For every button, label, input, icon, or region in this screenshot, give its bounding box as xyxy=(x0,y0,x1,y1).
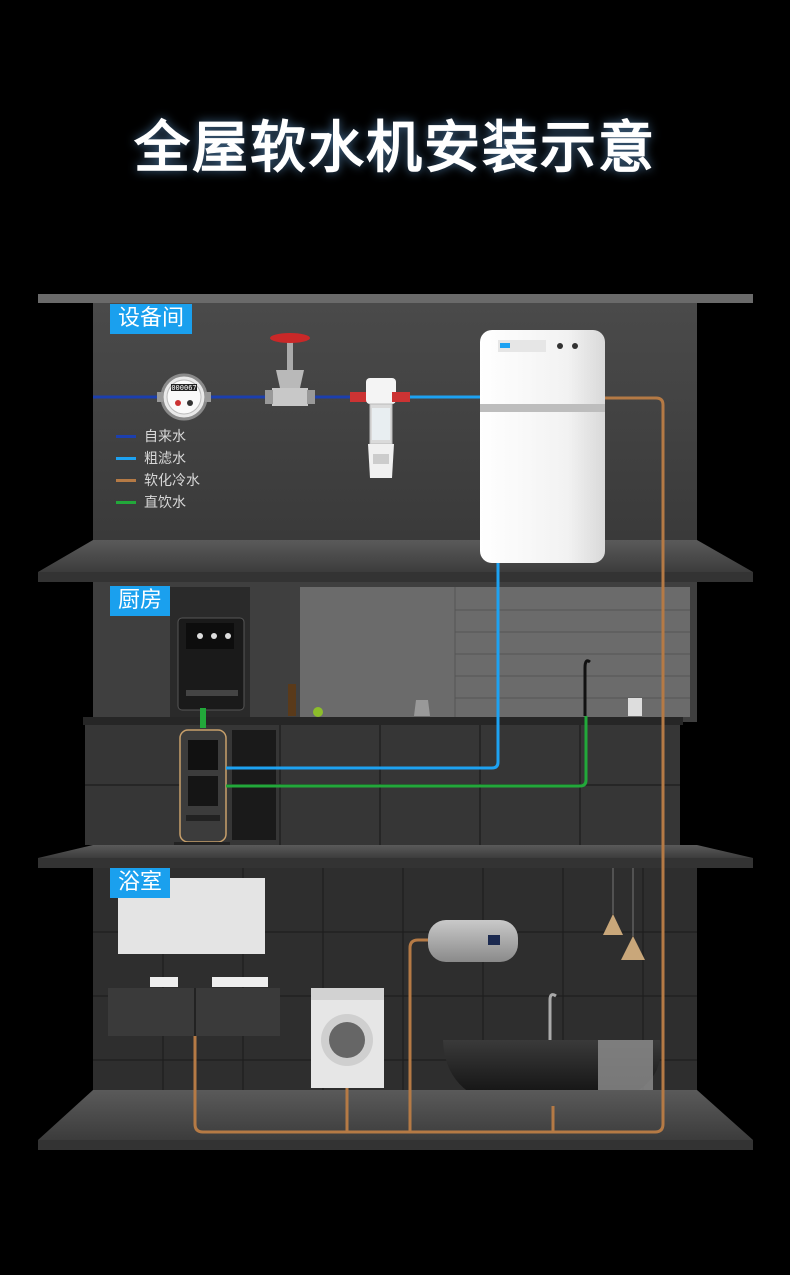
legend-label: 粗滤水 xyxy=(144,451,186,467)
kitchen-backsplash xyxy=(300,587,690,717)
ceiling-slab xyxy=(38,294,753,303)
filtered-water-pipe-2 xyxy=(226,563,500,770)
legend-label: 直饮水 xyxy=(144,495,186,511)
page-title: 全屋软水机安装示意 xyxy=(134,116,656,181)
kitchen-tiles xyxy=(454,587,690,717)
legend-label: 自来水 xyxy=(144,429,186,445)
legend-item: 软化冷水 xyxy=(116,470,200,492)
kitchen-floor xyxy=(38,845,753,858)
electric-water-heater xyxy=(428,920,518,962)
room-label-kitchen: 厨房 xyxy=(110,586,171,616)
legend-swatch xyxy=(116,478,136,482)
wall-water-dispenser xyxy=(177,617,245,711)
water-meter xyxy=(157,373,211,421)
legend-label: 软化冷水 xyxy=(144,473,200,489)
soft-water-pipe xyxy=(193,396,665,1134)
legend-swatch xyxy=(116,500,136,504)
legend-swatch xyxy=(116,456,136,460)
washing-machine xyxy=(311,988,384,1088)
legend-item: 自来水 xyxy=(116,426,200,448)
pendant-lamps xyxy=(603,868,645,960)
ro-purifier xyxy=(174,729,230,848)
kitchen-accessories xyxy=(288,659,642,717)
legend-item: 直饮水 xyxy=(116,492,200,514)
water-softener xyxy=(480,330,605,563)
soft-water-to-heater xyxy=(408,938,428,1132)
room-label-bathroom: 浴室 xyxy=(110,868,171,898)
gate-valve xyxy=(265,333,315,406)
legend-swatch xyxy=(116,434,136,438)
room-label-equipment: 设备间 xyxy=(110,304,193,334)
pre-filter xyxy=(350,378,410,478)
equipment-room-floor xyxy=(38,540,753,572)
legend-item: 粗滤水 xyxy=(116,448,200,470)
pipe-legend: 自来水 粗滤水 软化冷水 直饮水 xyxy=(116,426,200,514)
bathroom-vanity xyxy=(108,977,280,1036)
kitchen-countertop xyxy=(83,717,683,725)
drinking-water-pipe xyxy=(226,716,588,788)
bathroom-floor xyxy=(38,1090,753,1140)
